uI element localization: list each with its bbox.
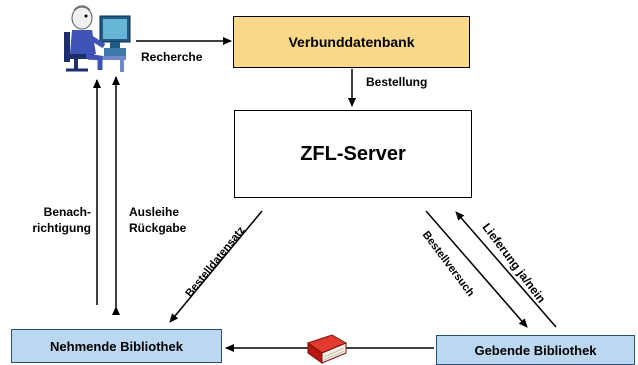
nehmende-bibliothek-label: Nehmende Bibliothek [50, 338, 183, 354]
benachrichtigung-label-1: Benach- [43, 205, 91, 219]
verbunddatenbank-node: Verbunddatenbank [233, 16, 470, 68]
arrow-bestelldatensatz [169, 210, 263, 323]
recherche-label: Recherche [141, 50, 203, 64]
book-icon [306, 334, 348, 364]
verbunddatenbank-label: Verbunddatenbank [288, 34, 415, 50]
zfl-server-node: ZFL-Server [234, 110, 472, 198]
gebende-bibliothek-label: Gebende Bibliothek [474, 342, 597, 358]
bestellung-label: Bestellung [366, 75, 428, 89]
user-at-computer-icon [64, 5, 131, 72]
gebende-bibliothek-node: Gebende Bibliothek [436, 335, 635, 365]
zfl-server-label: ZFL-Server [300, 142, 406, 165]
rueckgabe-label: Rückgabe [129, 221, 187, 235]
arrow-lieferung [455, 211, 557, 328]
benachrichtigung-label-2: richtigung [32, 221, 91, 235]
arrow-bestellversuch [425, 210, 528, 328]
nehmende-bibliothek-node: Nehmende Bibliothek [11, 329, 222, 363]
ausleihe-label: Ausleihe [129, 205, 180, 219]
